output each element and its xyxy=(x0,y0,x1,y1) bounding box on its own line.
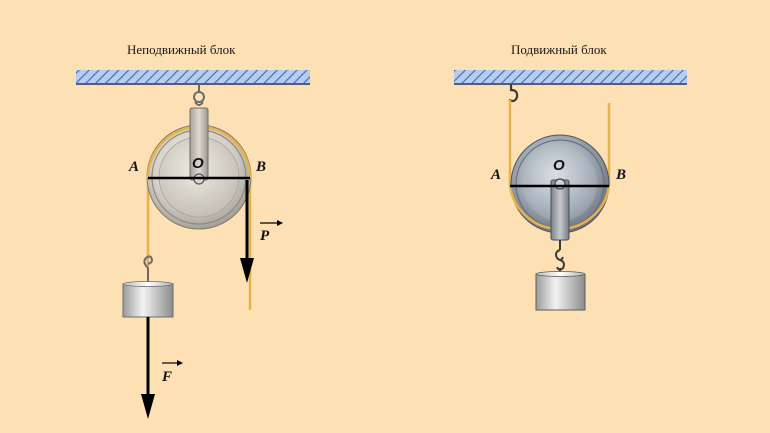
force-p-label: P xyxy=(260,228,270,244)
movable-pulley-group: A B O xyxy=(454,70,687,311)
force-p-arrow xyxy=(240,180,254,283)
weight-hook-right xyxy=(555,240,565,274)
weight-hook-left xyxy=(143,255,154,269)
ceiling-left xyxy=(76,70,310,83)
point-b-label-left: B xyxy=(255,159,266,175)
weight-right xyxy=(535,271,586,311)
movable-pulley-title: Подвижный блок xyxy=(511,42,607,57)
ceiling-hook-left xyxy=(193,84,205,106)
center-o-label-right: O xyxy=(553,157,565,174)
center-o-label-left: O xyxy=(192,155,204,172)
fixed-pulley-title: Неподвижный блок xyxy=(127,42,236,57)
weight-left xyxy=(122,281,174,318)
force-f-label: F xyxy=(161,369,172,385)
point-a-label-right: A xyxy=(490,167,501,183)
fixed-pulley-group: A B O P F xyxy=(76,70,310,419)
force-f-arrow xyxy=(141,317,155,419)
point-b-label-right: B xyxy=(615,167,626,183)
point-a-label-left: A xyxy=(128,159,139,175)
ceiling-hook-right xyxy=(508,84,519,103)
ceiling-right xyxy=(454,70,687,83)
